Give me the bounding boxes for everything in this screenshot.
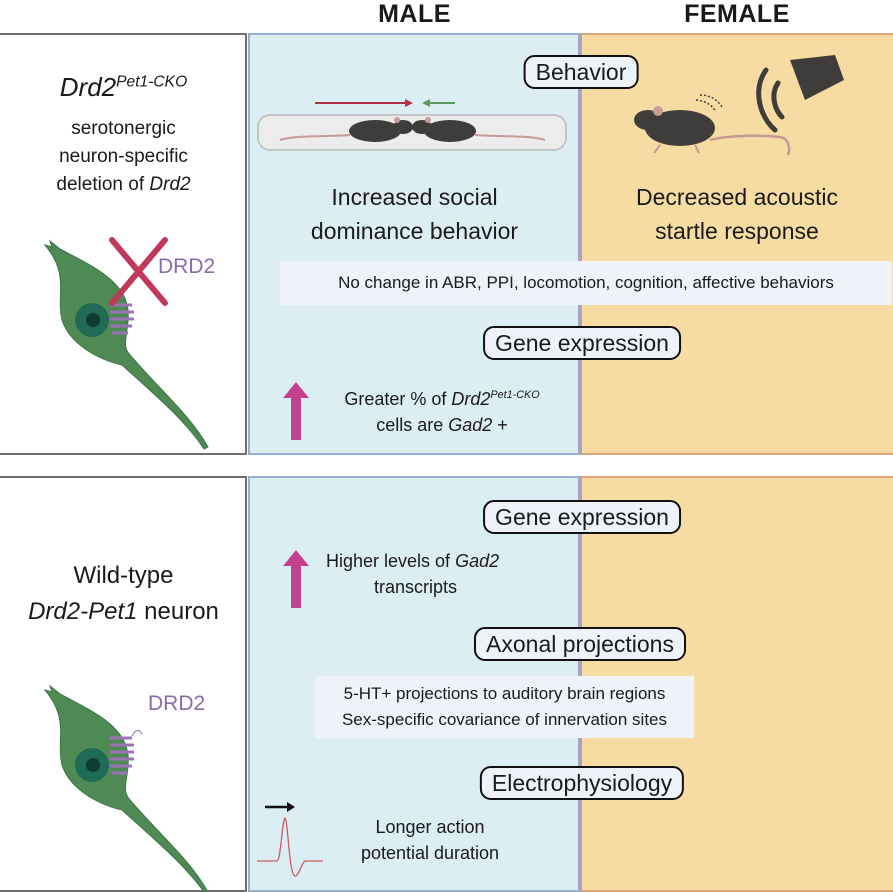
- finding-prefix: Greater % of: [344, 389, 452, 409]
- electrophysiology-pill: Electrophysiology: [479, 766, 685, 800]
- axonal-note: 5-HT+ projections to auditory brain regi…: [315, 676, 694, 738]
- finding-line: Longer action: [375, 817, 485, 837]
- tremor-lines-icon: [695, 94, 723, 113]
- gene-expression-pill-top: Gene expression: [483, 326, 681, 360]
- tube: [257, 114, 567, 151]
- behavior-pill: Behavior: [523, 55, 639, 89]
- finding-line: potential duration: [360, 843, 500, 863]
- finding-gene: Gad2: [455, 551, 500, 571]
- note-line: 5-HT+ projections to auditory brain regi…: [343, 684, 666, 703]
- top-gene-finding: Greater % of Drd2Pet1-CKO cells are Gad2…: [312, 382, 572, 438]
- no-change-note: No change in ABR, PPI, locomotion, cogni…: [280, 261, 892, 305]
- top-female-panel: [581, 33, 893, 455]
- title-gene: Drd2-Pet1: [28, 598, 138, 625]
- deletion-cross-icon: [109, 237, 168, 306]
- finding-sup: Pet1-CKO: [490, 389, 540, 401]
- result-line: Increased social: [331, 184, 498, 210]
- result-line: startle response: [655, 218, 819, 244]
- desc-line: serotonergic: [71, 118, 176, 139]
- desc-prefix: deletion of: [56, 174, 150, 195]
- result-line: Decreased acoustic: [636, 184, 838, 210]
- neuron-body: [43, 684, 209, 892]
- increase-arrow-icon: [283, 382, 309, 440]
- male-header: MALE: [378, 0, 451, 28]
- neuron-nucleolus: [86, 313, 100, 327]
- mouse-right-icon: [412, 117, 546, 142]
- cko-sup: Pet1-CKO: [116, 73, 188, 91]
- finding-gene: Drd2: [451, 389, 491, 409]
- female-behavior-result: Decreased acoustic startle response: [581, 180, 893, 248]
- female-header: FEMALE: [684, 0, 790, 28]
- desc-line: deletion of Drd2: [0, 171, 247, 199]
- mouse-icon: [634, 106, 791, 156]
- neuron-nucleolus: [86, 758, 100, 772]
- axonal-projections-pill: Axonal projections: [474, 627, 686, 661]
- spike-trace: [257, 817, 323, 877]
- title-suffix: neuron: [137, 598, 219, 625]
- finding-line: cells are Gad2 +: [312, 412, 572, 438]
- title-line: Wild-type: [73, 562, 174, 589]
- drd2-label: DRD2: [158, 255, 216, 278]
- top-left-panel: [0, 33, 247, 455]
- neuron-body: [43, 239, 209, 450]
- knockout-neuron-illustration: [43, 237, 209, 450]
- bottom-gene-finding: Higher levels of Gad2 transcripts: [312, 548, 552, 600]
- finding-gene: Gad2: [448, 415, 493, 435]
- cko-gene: Drd2: [59, 72, 117, 102]
- finding-line: Greater % of Drd2Pet1-CKO: [312, 382, 572, 412]
- top-male-panel: [248, 33, 581, 455]
- finding-line: transcripts: [374, 577, 458, 597]
- sound-waves-icon: [756, 67, 785, 133]
- cko-description: serotonergic neuron-specific deletion of…: [0, 115, 247, 199]
- note-line: Sex-specific covariance of innervation s…: [341, 710, 668, 729]
- finding-prefix: Higher levels of: [326, 551, 456, 571]
- finding-prefix: cells are: [376, 415, 449, 435]
- speaker-icon: [790, 55, 844, 100]
- tube-test-illustration: [257, 99, 567, 151]
- desc-line: neuron-specific: [59, 146, 188, 167]
- startle-mouse-illustration: [634, 55, 844, 156]
- mouse-left-icon: [279, 117, 413, 142]
- gene-expression-pill-bottom: Gene expression: [483, 500, 681, 534]
- result-line: dominance behavior: [310, 218, 519, 244]
- desc-gene: Drd2: [149, 174, 191, 195]
- drd2-receptor-icon: [110, 730, 143, 775]
- bottom-left-panel: [0, 476, 247, 892]
- finding-line: Higher levels of Gad2: [312, 548, 552, 574]
- drd2-receptor-icon: [110, 303, 134, 335]
- action-potential-icon: [257, 802, 323, 877]
- title-line: Drd2-Pet1 neuron: [0, 594, 247, 630]
- wildtype-title: Wild-type Drd2-Pet1 neuron: [0, 558, 247, 630]
- increase-arrow-icon: [283, 550, 309, 608]
- ephys-finding: Longer action potential duration: [330, 814, 530, 866]
- cko-title: Drd2Pet1-CKO: [0, 72, 247, 103]
- drd2-label-wildtype: DRD2: [148, 692, 206, 715]
- finding-suffix: +: [492, 415, 508, 435]
- male-behavior-result: Increased social dominance behavior: [248, 180, 581, 248]
